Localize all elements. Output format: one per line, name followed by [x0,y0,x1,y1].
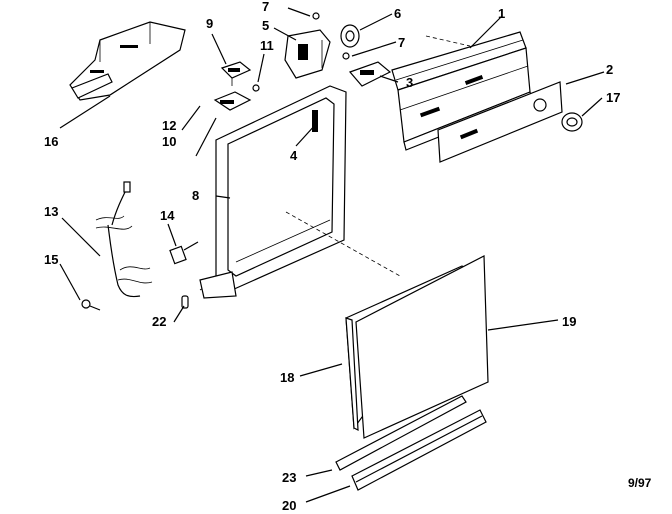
part-11-screw [252,84,260,92]
callout-22: 22 [152,314,166,329]
part-7-screw-top [312,12,320,20]
part-15-screw [81,299,101,311]
callout-labels: 1 2 3 4 5 6 7 7 8 9 10 11 12 13 14 15 16… [44,0,620,513]
part-3-switch-bracket [348,61,392,87]
callout-7-mid: 7 [398,35,405,50]
callout-17: 17 [606,90,620,105]
callout-19: 19 [562,314,576,329]
callout-14: 14 [160,208,175,223]
part-8-door-frame [199,85,347,299]
callout-3: 3 [406,75,413,90]
callout-8: 8 [192,188,199,203]
part-19-outer-door-panel [355,255,489,439]
callout-16: 16 [44,134,58,149]
callout-23: 23 [282,470,296,485]
part-22-clip [181,295,189,309]
callout-15: 15 [44,252,58,267]
part-5-latch-assembly [284,29,331,79]
part-10-hinge-lower [213,91,252,111]
callout-20: 20 [282,498,296,513]
callout-4: 4 [290,148,298,163]
callout-18: 18 [280,370,294,385]
part-23-trim-strip [335,395,467,471]
callout-6: 6 [394,6,401,21]
callout-7-top: 7 [262,0,269,14]
callout-12-label: 12 [162,118,176,133]
part-14-connector [169,241,199,265]
part-13-wire-harness [95,181,153,298]
callout-1: 1 [498,6,505,21]
diagram-code: 9/97 [628,476,652,490]
callout-5: 5 [262,18,269,33]
leader-lines [59,7,605,503]
callout-9: 9 [206,16,213,31]
part-6-cam [340,24,360,48]
callout-13: 13 [44,204,58,219]
callout-11: 11 [260,38,274,53]
part-16-console-housing [69,21,186,101]
part-9-hinge-bracket [220,61,252,86]
callout-2: 2 [606,62,613,77]
callout-10: 10 [162,134,176,149]
part-2-panel-overlay [437,81,563,163]
part-7-screw-mid [342,52,350,60]
part-20-bottom-trim [351,409,487,491]
part-17-knob [561,112,583,132]
